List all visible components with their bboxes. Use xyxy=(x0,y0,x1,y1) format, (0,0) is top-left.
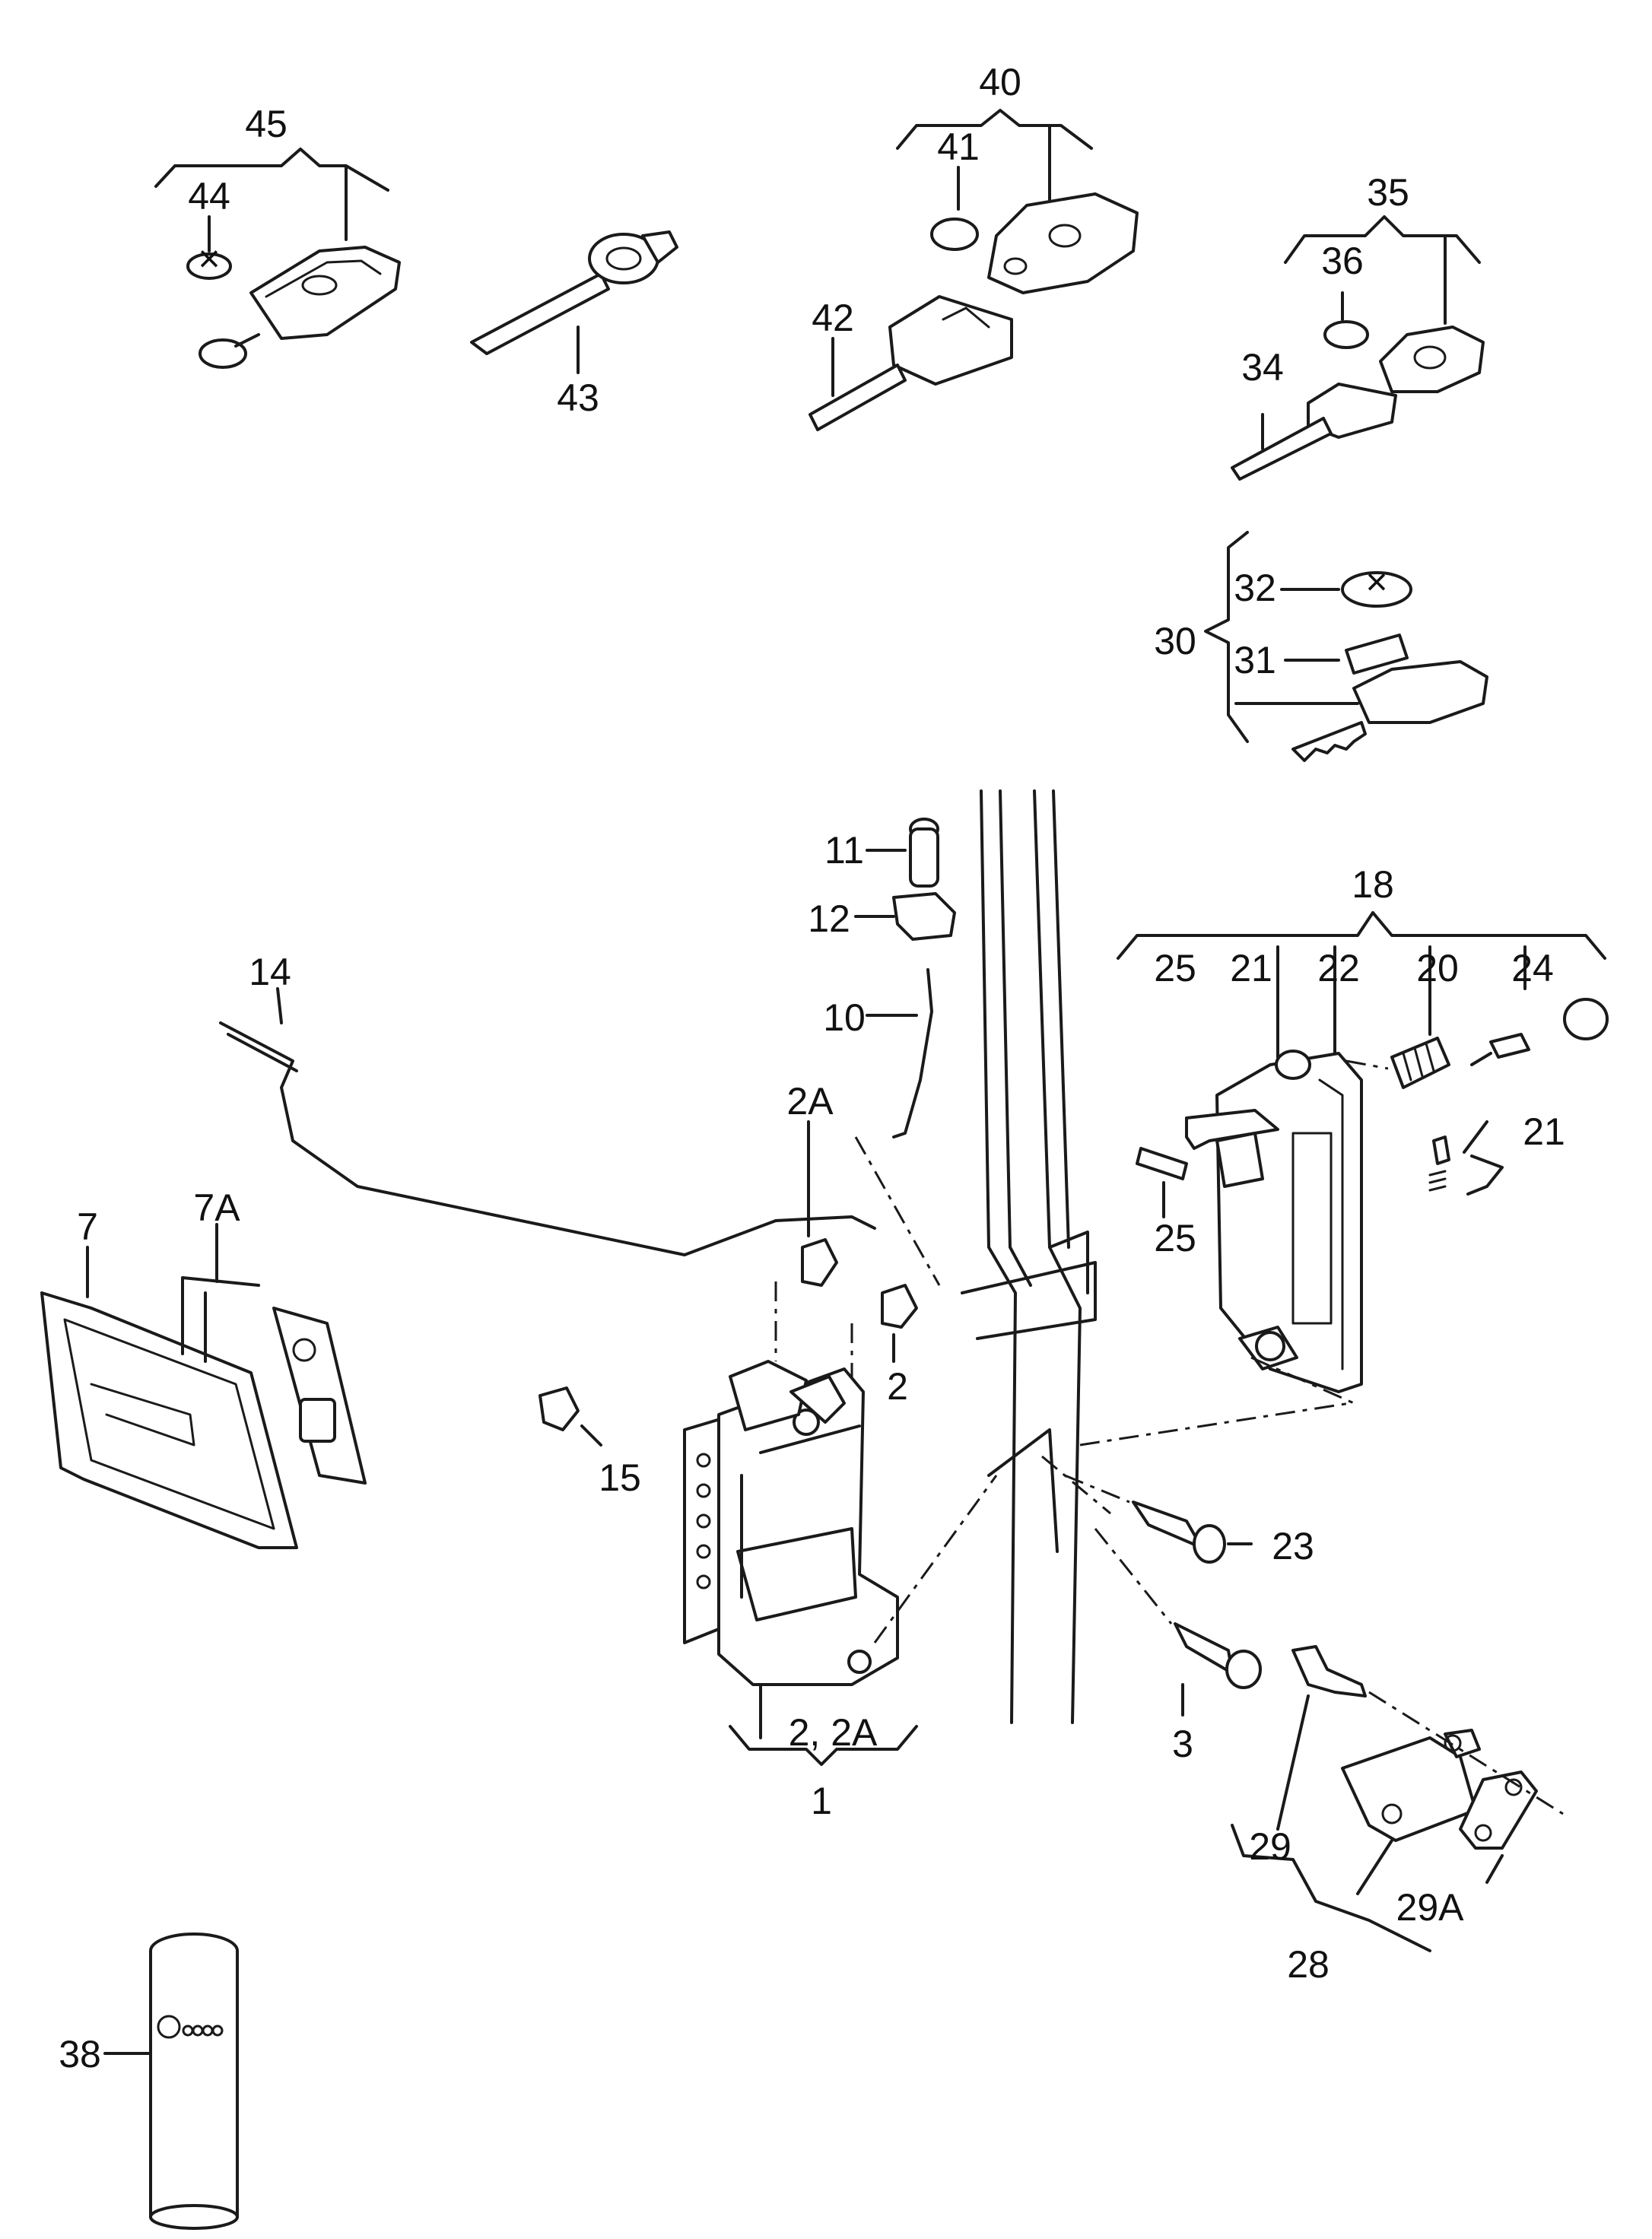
callout-labels: 45 44 43 40 41 42 35 36 34 32 30 31 11 1… xyxy=(59,61,1565,2075)
svg-text:×: × xyxy=(1365,561,1387,603)
label-18: 18 xyxy=(1352,863,1394,906)
label-25-bottom: 25 xyxy=(1154,1217,1196,1259)
label-23: 23 xyxy=(1272,1525,1314,1567)
label-2-right: 2 xyxy=(887,1365,908,1408)
label-12: 12 xyxy=(808,897,850,940)
key-group-40 xyxy=(809,109,1139,431)
rod-14 xyxy=(219,987,876,1256)
label-35: 35 xyxy=(1367,171,1409,214)
clips xyxy=(538,818,956,1447)
label-36: 36 xyxy=(1321,240,1364,282)
label-42: 42 xyxy=(812,297,854,339)
label-24: 24 xyxy=(1511,947,1554,989)
label-25-top: 25 xyxy=(1154,947,1196,989)
label-43: 43 xyxy=(557,376,599,419)
label-3: 3 xyxy=(1172,1723,1193,1765)
striker-group-28 xyxy=(1231,1645,1564,1952)
label-21-right: 21 xyxy=(1523,1110,1565,1153)
label-34: 34 xyxy=(1241,346,1284,389)
rod-10 xyxy=(866,968,933,1139)
label-40: 40 xyxy=(979,61,1021,103)
label-7A: 7A xyxy=(193,1186,240,1229)
remote-key-group-45: × xyxy=(154,148,401,369)
label-29: 29 xyxy=(1249,1825,1291,1868)
label-10: 10 xyxy=(823,996,866,1039)
screws xyxy=(1064,1474,1262,1717)
label-14: 14 xyxy=(249,951,291,993)
door-pillar xyxy=(961,789,1111,1724)
label-20: 20 xyxy=(1416,947,1459,989)
key-group-35 xyxy=(1231,215,1485,481)
spray-can-38 xyxy=(103,1933,239,2230)
label-1: 1 xyxy=(811,1780,832,1822)
label-30: 30 xyxy=(1154,620,1196,662)
label-45: 45 xyxy=(245,103,288,145)
label-22: 22 xyxy=(1317,947,1360,989)
label-41: 41 xyxy=(937,125,980,168)
lock-assembly xyxy=(683,1360,998,1766)
label-32: 32 xyxy=(1234,567,1276,609)
label-31: 31 xyxy=(1234,639,1276,681)
label-28: 28 xyxy=(1287,1943,1330,1986)
label-44: 44 xyxy=(188,175,230,218)
label-2A-top: 2A xyxy=(786,1080,834,1123)
svg-text:×: × xyxy=(198,237,220,280)
key-blade-43 xyxy=(470,230,678,374)
label-38: 38 xyxy=(59,2033,101,2075)
label-2-2A: 2, 2A xyxy=(789,1711,878,1754)
label-15: 15 xyxy=(599,1456,641,1499)
inner-handle xyxy=(40,1223,367,1549)
label-11: 11 xyxy=(824,829,864,872)
key-group-30: × xyxy=(1204,531,1488,762)
label-21-top: 21 xyxy=(1230,947,1272,989)
outer-handle-group-18 xyxy=(1079,911,1609,1447)
label-29A: 29A xyxy=(1396,1886,1465,1929)
label-7: 7 xyxy=(77,1205,98,1248)
